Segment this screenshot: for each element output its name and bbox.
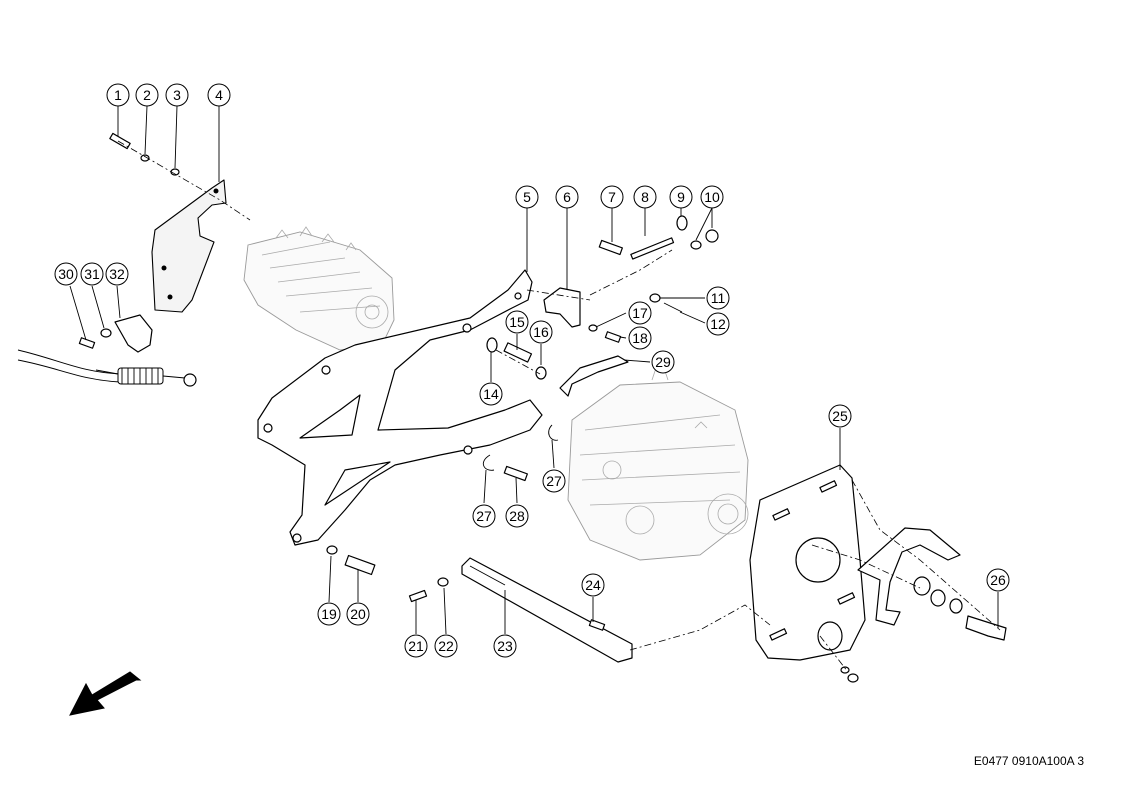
svg-text:18: 18 xyxy=(632,330,648,346)
callout-24: 24 xyxy=(581,573,605,597)
svg-text:28: 28 xyxy=(509,508,525,524)
callout-31: 31 xyxy=(80,262,104,286)
callout-16: 16 xyxy=(529,320,553,344)
svg-text:14: 14 xyxy=(483,386,499,402)
callout-11: 11 xyxy=(706,286,730,310)
transmission-ghost-illustration xyxy=(567,367,749,561)
callout-5: 5 xyxy=(515,185,539,209)
callout-7: 7 xyxy=(600,185,624,209)
pump-bracket-part-4 xyxy=(151,179,227,313)
svg-text:29: 29 xyxy=(655,354,671,370)
svg-text:27: 27 xyxy=(546,473,562,489)
pedal-rod-part-23 xyxy=(461,557,633,663)
svg-text:1: 1 xyxy=(114,87,122,103)
callout-32: 32 xyxy=(105,262,129,286)
callout-4: 4 xyxy=(207,83,231,107)
svg-text:32: 32 xyxy=(109,266,125,282)
callout-28: 28 xyxy=(505,504,529,528)
svg-text:6: 6 xyxy=(563,189,571,205)
callout-26: 26 xyxy=(986,568,1010,592)
callout-27-left: 27 xyxy=(472,504,496,528)
callout-15: 15 xyxy=(505,310,529,334)
svg-text:15: 15 xyxy=(509,314,525,330)
callout-19: 19 xyxy=(317,602,341,626)
callout-10: 10 xyxy=(700,185,724,209)
callout-8: 8 xyxy=(633,185,657,209)
callout-12: 12 xyxy=(706,312,730,336)
svg-text:8: 8 xyxy=(641,189,649,205)
transmission-plate-part-25 xyxy=(749,464,866,661)
callout-leader-lines xyxy=(69,105,999,635)
hardware-parts xyxy=(78,132,1007,683)
callout-27-right: 27 xyxy=(542,469,566,493)
hydraulic-pump-ghost-illustration xyxy=(243,226,395,351)
svg-text:12: 12 xyxy=(710,316,726,332)
callout-18: 18 xyxy=(628,326,652,350)
svg-text:16: 16 xyxy=(533,324,549,340)
callout-17: 17 xyxy=(628,301,652,325)
drawing-code: E0477 0910A100A 3 xyxy=(973,754,1084,768)
callout-25: 25 xyxy=(828,404,852,428)
callout-6: 6 xyxy=(555,185,579,209)
svg-text:3: 3 xyxy=(173,87,181,103)
svg-text:7: 7 xyxy=(608,189,616,205)
callout-22: 22 xyxy=(434,634,458,658)
svg-text:20: 20 xyxy=(350,606,366,622)
svg-text:10: 10 xyxy=(704,189,720,205)
callout-23: 23 xyxy=(493,634,517,658)
direction-arrow-icon xyxy=(69,671,142,716)
main-bracket-frame-part-5 xyxy=(257,269,543,546)
svg-text:4: 4 xyxy=(215,87,223,103)
svg-text:23: 23 xyxy=(497,638,513,654)
callout-20: 20 xyxy=(346,602,370,626)
svg-text:5: 5 xyxy=(523,189,531,205)
svg-text:19: 19 xyxy=(321,606,337,622)
callout-1: 1 xyxy=(106,83,130,107)
svg-text:24: 24 xyxy=(585,577,601,593)
assembly-center-lines xyxy=(117,140,1001,673)
svg-text:2: 2 xyxy=(143,87,151,103)
callout-9: 9 xyxy=(669,185,693,209)
svg-text:26: 26 xyxy=(990,572,1006,588)
angle-bracket-part-6 xyxy=(543,287,581,328)
svg-text:27: 27 xyxy=(476,508,492,524)
control-cable-illustration xyxy=(17,349,197,387)
svg-text:11: 11 xyxy=(711,290,726,306)
callout-21: 21 xyxy=(404,634,428,658)
svg-text:17: 17 xyxy=(632,305,648,321)
pedal-bracket-illustration xyxy=(857,527,961,626)
callout-14: 14 xyxy=(479,382,503,406)
svg-text:22: 22 xyxy=(438,638,454,654)
svg-text:31: 31 xyxy=(84,266,100,282)
callout-29: 29 xyxy=(651,350,675,374)
svg-text:21: 21 xyxy=(408,638,424,654)
callout-3: 3 xyxy=(165,83,189,107)
callout-30: 30 xyxy=(54,262,78,286)
svg-text:30: 30 xyxy=(58,266,74,282)
svg-text:25: 25 xyxy=(832,408,848,424)
svg-text:9: 9 xyxy=(677,189,685,205)
callout-2: 2 xyxy=(135,83,159,107)
